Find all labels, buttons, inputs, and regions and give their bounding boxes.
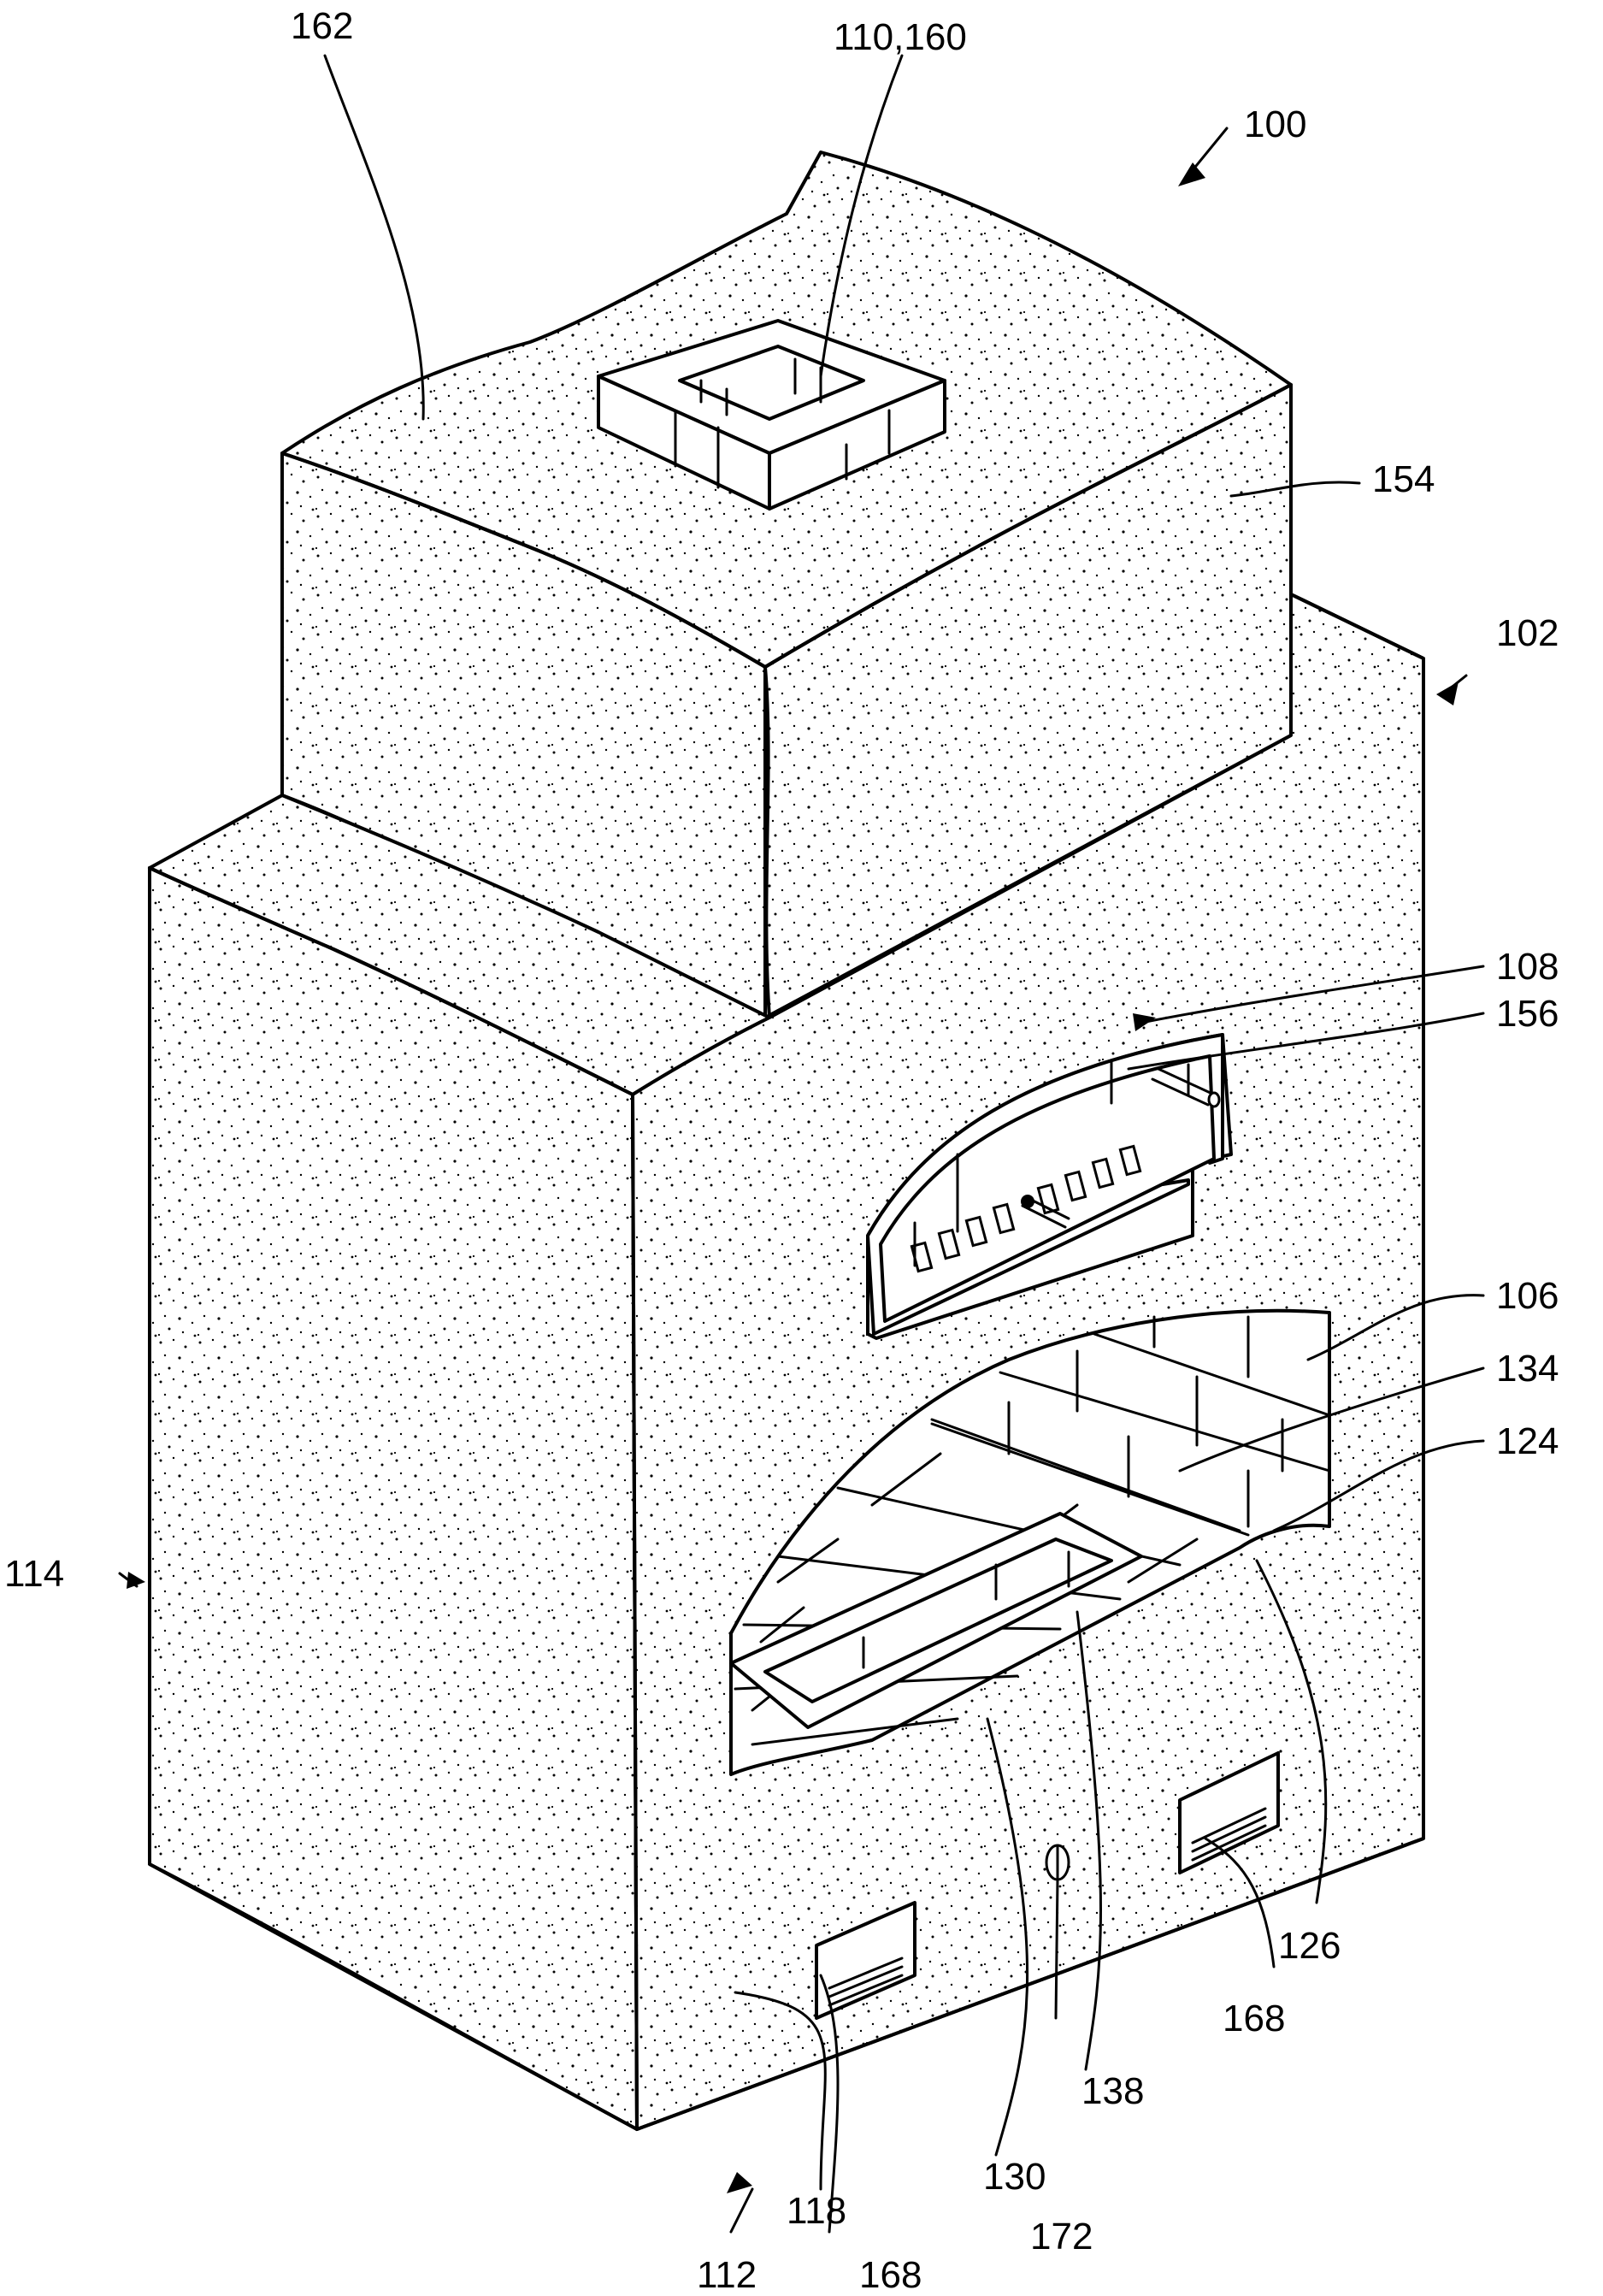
label-124: 124 bbox=[1496, 1420, 1559, 1462]
label-154: 154 bbox=[1372, 458, 1435, 500]
valve[interactable] bbox=[1046, 1845, 1069, 1880]
label-114: 114 bbox=[4, 1553, 64, 1595]
label-130: 130 bbox=[983, 2156, 1046, 2198]
label-112: 112 bbox=[697, 2254, 757, 2296]
label-156: 156 bbox=[1496, 993, 1559, 1035]
label-172: 172 bbox=[1030, 2216, 1093, 2258]
label-100: 100 bbox=[1244, 103, 1306, 145]
label-138: 138 bbox=[1081, 2070, 1144, 2112]
label-106: 106 bbox=[1496, 1275, 1559, 1317]
label-168-left: 168 bbox=[859, 2254, 922, 2296]
label-102: 102 bbox=[1496, 612, 1559, 654]
label-162: 162 bbox=[291, 5, 353, 47]
label-118: 118 bbox=[787, 2190, 846, 2232]
label-134: 134 bbox=[1496, 1348, 1559, 1390]
label-108: 108 bbox=[1496, 946, 1559, 988]
label-168-right: 168 bbox=[1223, 1998, 1285, 2039]
label-110-160: 110,160 bbox=[834, 16, 967, 58]
label-126: 126 bbox=[1278, 1925, 1341, 1967]
